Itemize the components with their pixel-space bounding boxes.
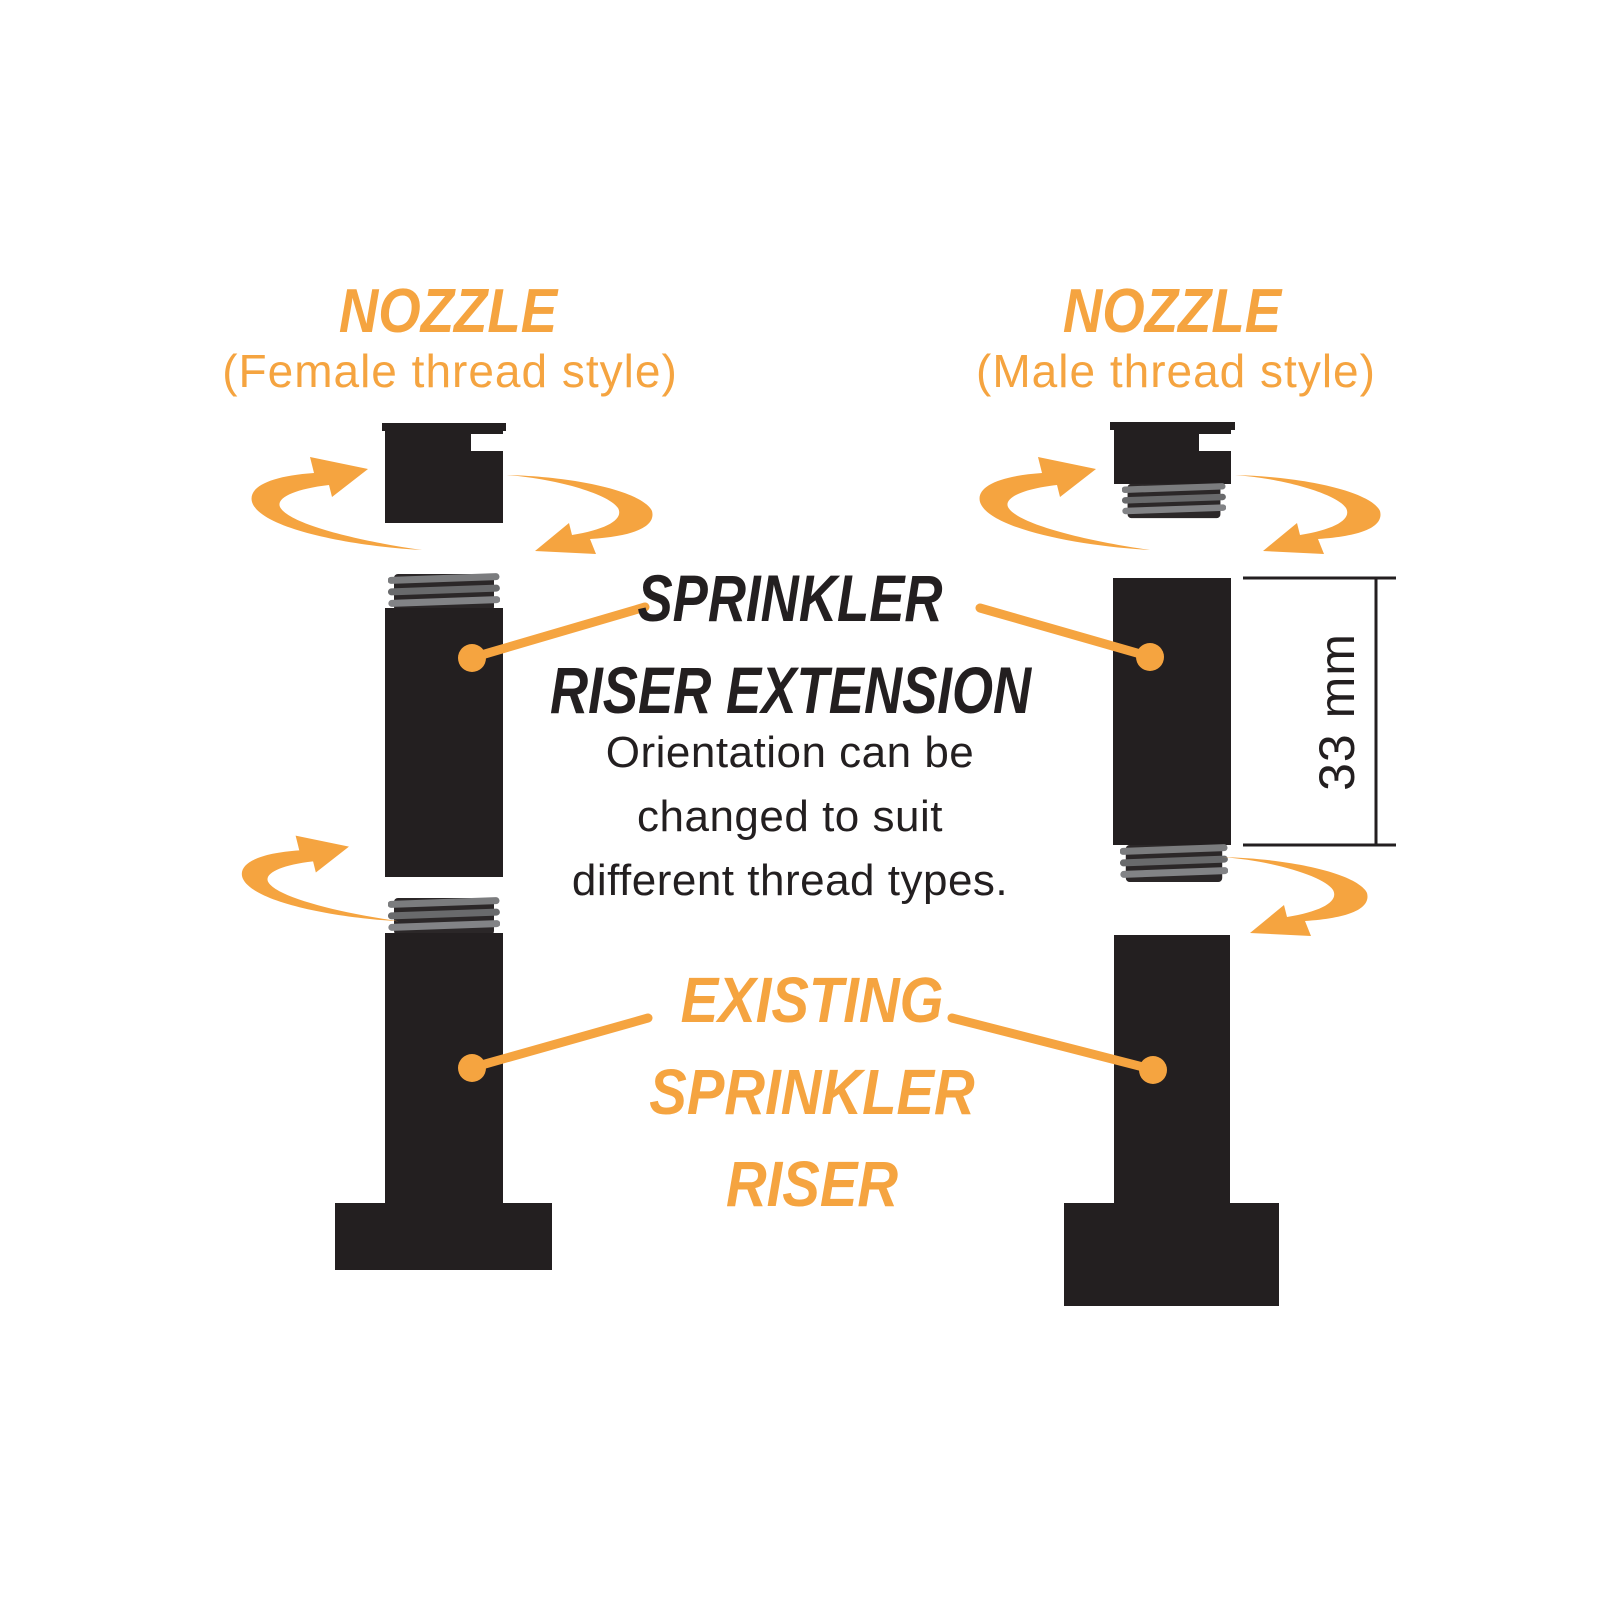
heading-line-1: SPRINKLER xyxy=(637,561,943,635)
riser-base xyxy=(1064,1203,1279,1306)
callout-line-extension-left xyxy=(473,602,650,661)
callout-dot-icon xyxy=(458,1054,486,1082)
left-nozzle-title-text: NOZZLE xyxy=(338,277,558,346)
left-nozzle-title: NOZZLE xyxy=(148,281,748,343)
right-nozzle-title: NOZZLE xyxy=(872,281,1472,343)
callout-line-riser-left xyxy=(473,1013,653,1071)
description-line-3: different thread types. xyxy=(571,856,1009,905)
callout-dot-icon xyxy=(458,644,486,672)
dimension-label-33mm: 33 mm xyxy=(1309,633,1365,791)
callout-dots xyxy=(458,643,1167,1084)
male-threads-icon xyxy=(1120,844,1228,882)
riser-body xyxy=(1114,935,1230,1203)
left-nozzle-subtitle: (Female thread style) xyxy=(222,345,678,397)
nozzle-notch xyxy=(1199,434,1232,451)
riser-extension-left xyxy=(385,573,503,877)
rotate-arrow-icon-left-joint xyxy=(241,835,399,922)
rotate-arrow-icon xyxy=(507,475,653,554)
male-threads-icon xyxy=(1122,482,1226,519)
callout-dot-icon xyxy=(1139,1056,1167,1084)
heading-line-2: RISER EXTENSION xyxy=(550,653,1032,727)
existing-line-2: SPRINKLER xyxy=(649,1056,975,1128)
existing-sprinkler-riser-label: EXISTING SPRINKLER RISER xyxy=(512,954,1112,1230)
riser-base xyxy=(335,1203,552,1270)
right-nozzle-title-text: NOZZLE xyxy=(1062,277,1282,346)
right-nozzle-subtitle: (Male thread style) xyxy=(976,345,1376,397)
existing-line-3: RISER xyxy=(725,1148,899,1220)
extension-body xyxy=(1113,578,1231,845)
riser-extension-right xyxy=(1113,578,1231,882)
dimension-lines xyxy=(1243,576,1396,847)
description-line-2: changed to suit xyxy=(637,792,943,841)
rotate-arrow-icon-right-joint xyxy=(1222,857,1368,936)
existing-riser-right xyxy=(1064,935,1279,1306)
existing-riser-left xyxy=(335,897,552,1270)
callout-line-riser-right xyxy=(947,1013,1152,1073)
nozzle-male xyxy=(1110,422,1235,519)
nozzle-cap xyxy=(382,423,506,431)
extension-body xyxy=(385,608,503,877)
rotate-arrow-icon xyxy=(1235,475,1381,554)
nozzle-female xyxy=(382,423,506,523)
male-threads-icon xyxy=(388,573,500,611)
description-line-1: Orientation can be xyxy=(605,728,975,777)
callout-dot-icon xyxy=(1136,643,1164,671)
nozzle-notch xyxy=(471,434,504,451)
sprinkler-riser-extension-heading: SPRINKLER RISER EXTENSION xyxy=(490,552,1090,736)
callout-lines xyxy=(473,602,1152,1073)
male-threads-icon xyxy=(388,897,500,935)
callout-line-extension-right xyxy=(975,603,1149,660)
nozzle-cap xyxy=(1110,422,1235,430)
existing-line-1: EXISTING xyxy=(680,964,944,1036)
orientation-description: Orientation can be changed to suit diffe… xyxy=(490,721,1090,913)
